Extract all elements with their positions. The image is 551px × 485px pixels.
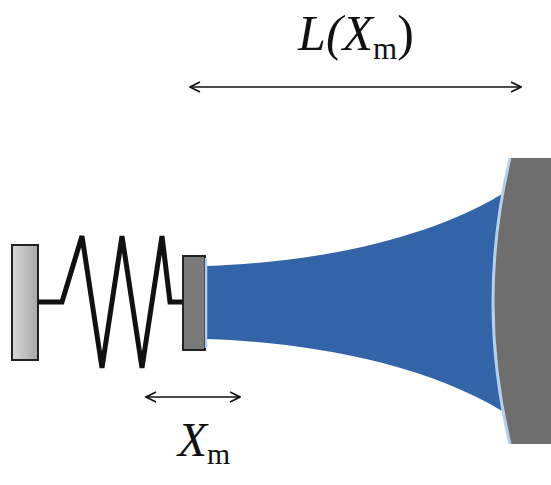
displacement-label: Xm [178, 412, 230, 471]
light-beam [207, 194, 502, 411]
movable-mirror [183, 256, 205, 350]
subscript-text: m [373, 31, 397, 66]
displacement-arrow [146, 396, 240, 398]
curved-mirror [493, 158, 551, 444]
length-arrow [190, 86, 521, 88]
fixed-wall [12, 245, 38, 360]
subscript-text: m [207, 437, 230, 470]
label-text: ) [397, 5, 414, 61]
length-label: L(Xm) [298, 4, 414, 67]
label-text: X [178, 413, 207, 466]
mirror-coating [493, 158, 510, 444]
spring [38, 236, 184, 368]
label-text: L(X [298, 5, 373, 61]
mirror-coating [205, 258, 208, 348]
